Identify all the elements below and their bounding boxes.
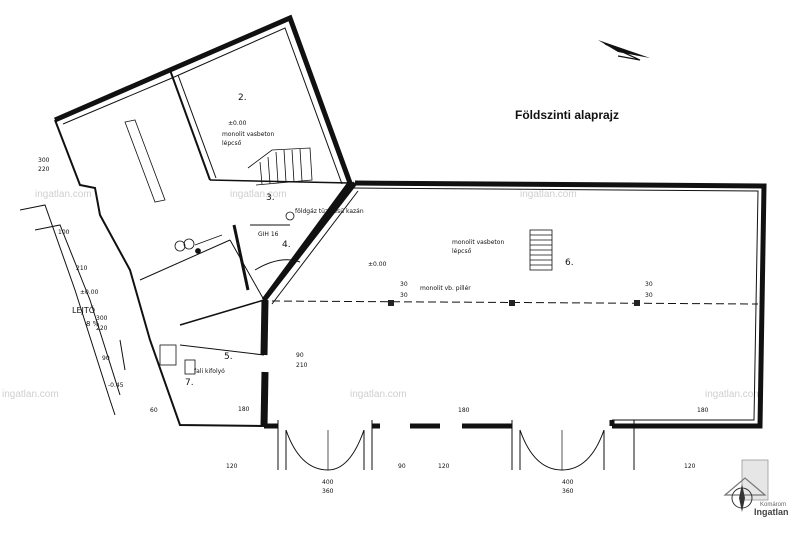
dim-22: 360 [562, 488, 574, 495]
dim-24: 60 [150, 407, 158, 414]
watermark-1: ingatlan.com [2, 389, 59, 400]
dim-23: 120 [684, 463, 696, 470]
dim-11: 90 [296, 352, 304, 359]
pillar-label: monolit vb. pillér [420, 285, 471, 292]
boiler-label: földgáz tüzelésű kazán [295, 208, 364, 215]
dim-12: 210 [296, 362, 308, 369]
level-c-label: ±0.00 [80, 289, 99, 296]
watermarks: ingatlan.com ingatlan.com ingatlan.com i… [2, 189, 762, 400]
room-label-5: 5. [224, 352, 233, 362]
dim-19: 400 [322, 479, 334, 486]
level-b-label: ±0.00 [368, 261, 387, 268]
room-label-2: 2. [238, 93, 247, 103]
dim-4: 210 [76, 265, 88, 272]
watermark-2: ingatlan.com [350, 389, 407, 400]
top-stair [247, 147, 313, 186]
dim-8: 30 [400, 292, 408, 299]
dim-15: 180 [697, 407, 709, 414]
stair-top-label-2: lépcső [222, 140, 242, 147]
main-hall-walls [260, 180, 767, 471]
stair-right-label-2: lépcső [452, 248, 472, 255]
dim-9: 30 [645, 281, 653, 288]
stair-top-label-1: monolit vasbeton [222, 131, 274, 138]
ramp-slope-label: 8 % [86, 320, 100, 328]
dim-1: 300 [38, 157, 50, 164]
watermark-4: ingatlan.com [35, 189, 92, 200]
dim-5: 300 [96, 315, 108, 322]
gih-label: GIH 16 [258, 231, 279, 238]
logo-text: Ingatlan [754, 507, 789, 517]
dim-14: 180 [458, 407, 470, 414]
right-stair [529, 229, 553, 271]
logo: Komárom Ingatlan [723, 459, 789, 517]
plan-title: Földszinti alaprajz [515, 108, 619, 122]
left-wing-walls [19, 14, 353, 427]
dim-10: 30 [645, 292, 653, 299]
logo-sub: Komárom [760, 502, 786, 508]
north-arrow-icon [598, 40, 650, 61]
dim-18: 120 [438, 463, 450, 470]
room-label-4: 4. [282, 240, 291, 250]
dim-16: 120 [226, 463, 238, 470]
dim-25: 90 [102, 355, 110, 362]
ramp-label: LEJTŐ [72, 305, 95, 315]
dim-13: 180 [238, 406, 250, 413]
wall-tap-label: fali kifolyó [194, 368, 225, 375]
watermark-6: ingatlan.com [520, 189, 577, 200]
room-label-3: 3. [266, 193, 275, 203]
watermark-5: ingatlan.com [230, 189, 287, 200]
dim-6: 220 [96, 325, 108, 332]
pillars [388, 300, 640, 306]
stair-right-label-1: monolit vasbeton [452, 239, 504, 246]
dim-7: 30 [400, 281, 408, 288]
dim-21: 400 [562, 479, 574, 486]
room-label-6: 6. [565, 258, 574, 268]
level-a-label: ±0.00 [228, 120, 247, 127]
dim-20: 360 [322, 488, 334, 495]
dim-3: 100 [58, 229, 70, 236]
room-label-7: 7. [185, 378, 194, 388]
level-d-label: -0.45 [108, 382, 124, 389]
dimension-labels: 300 220 100 210 300 220 30 30 30 30 90 2… [38, 157, 709, 495]
fixtures [124, 119, 295, 375]
watermark-3: ingatlan.com [705, 389, 762, 400]
dim-2: 220 [38, 166, 50, 173]
dim-17: 90 [398, 463, 406, 470]
